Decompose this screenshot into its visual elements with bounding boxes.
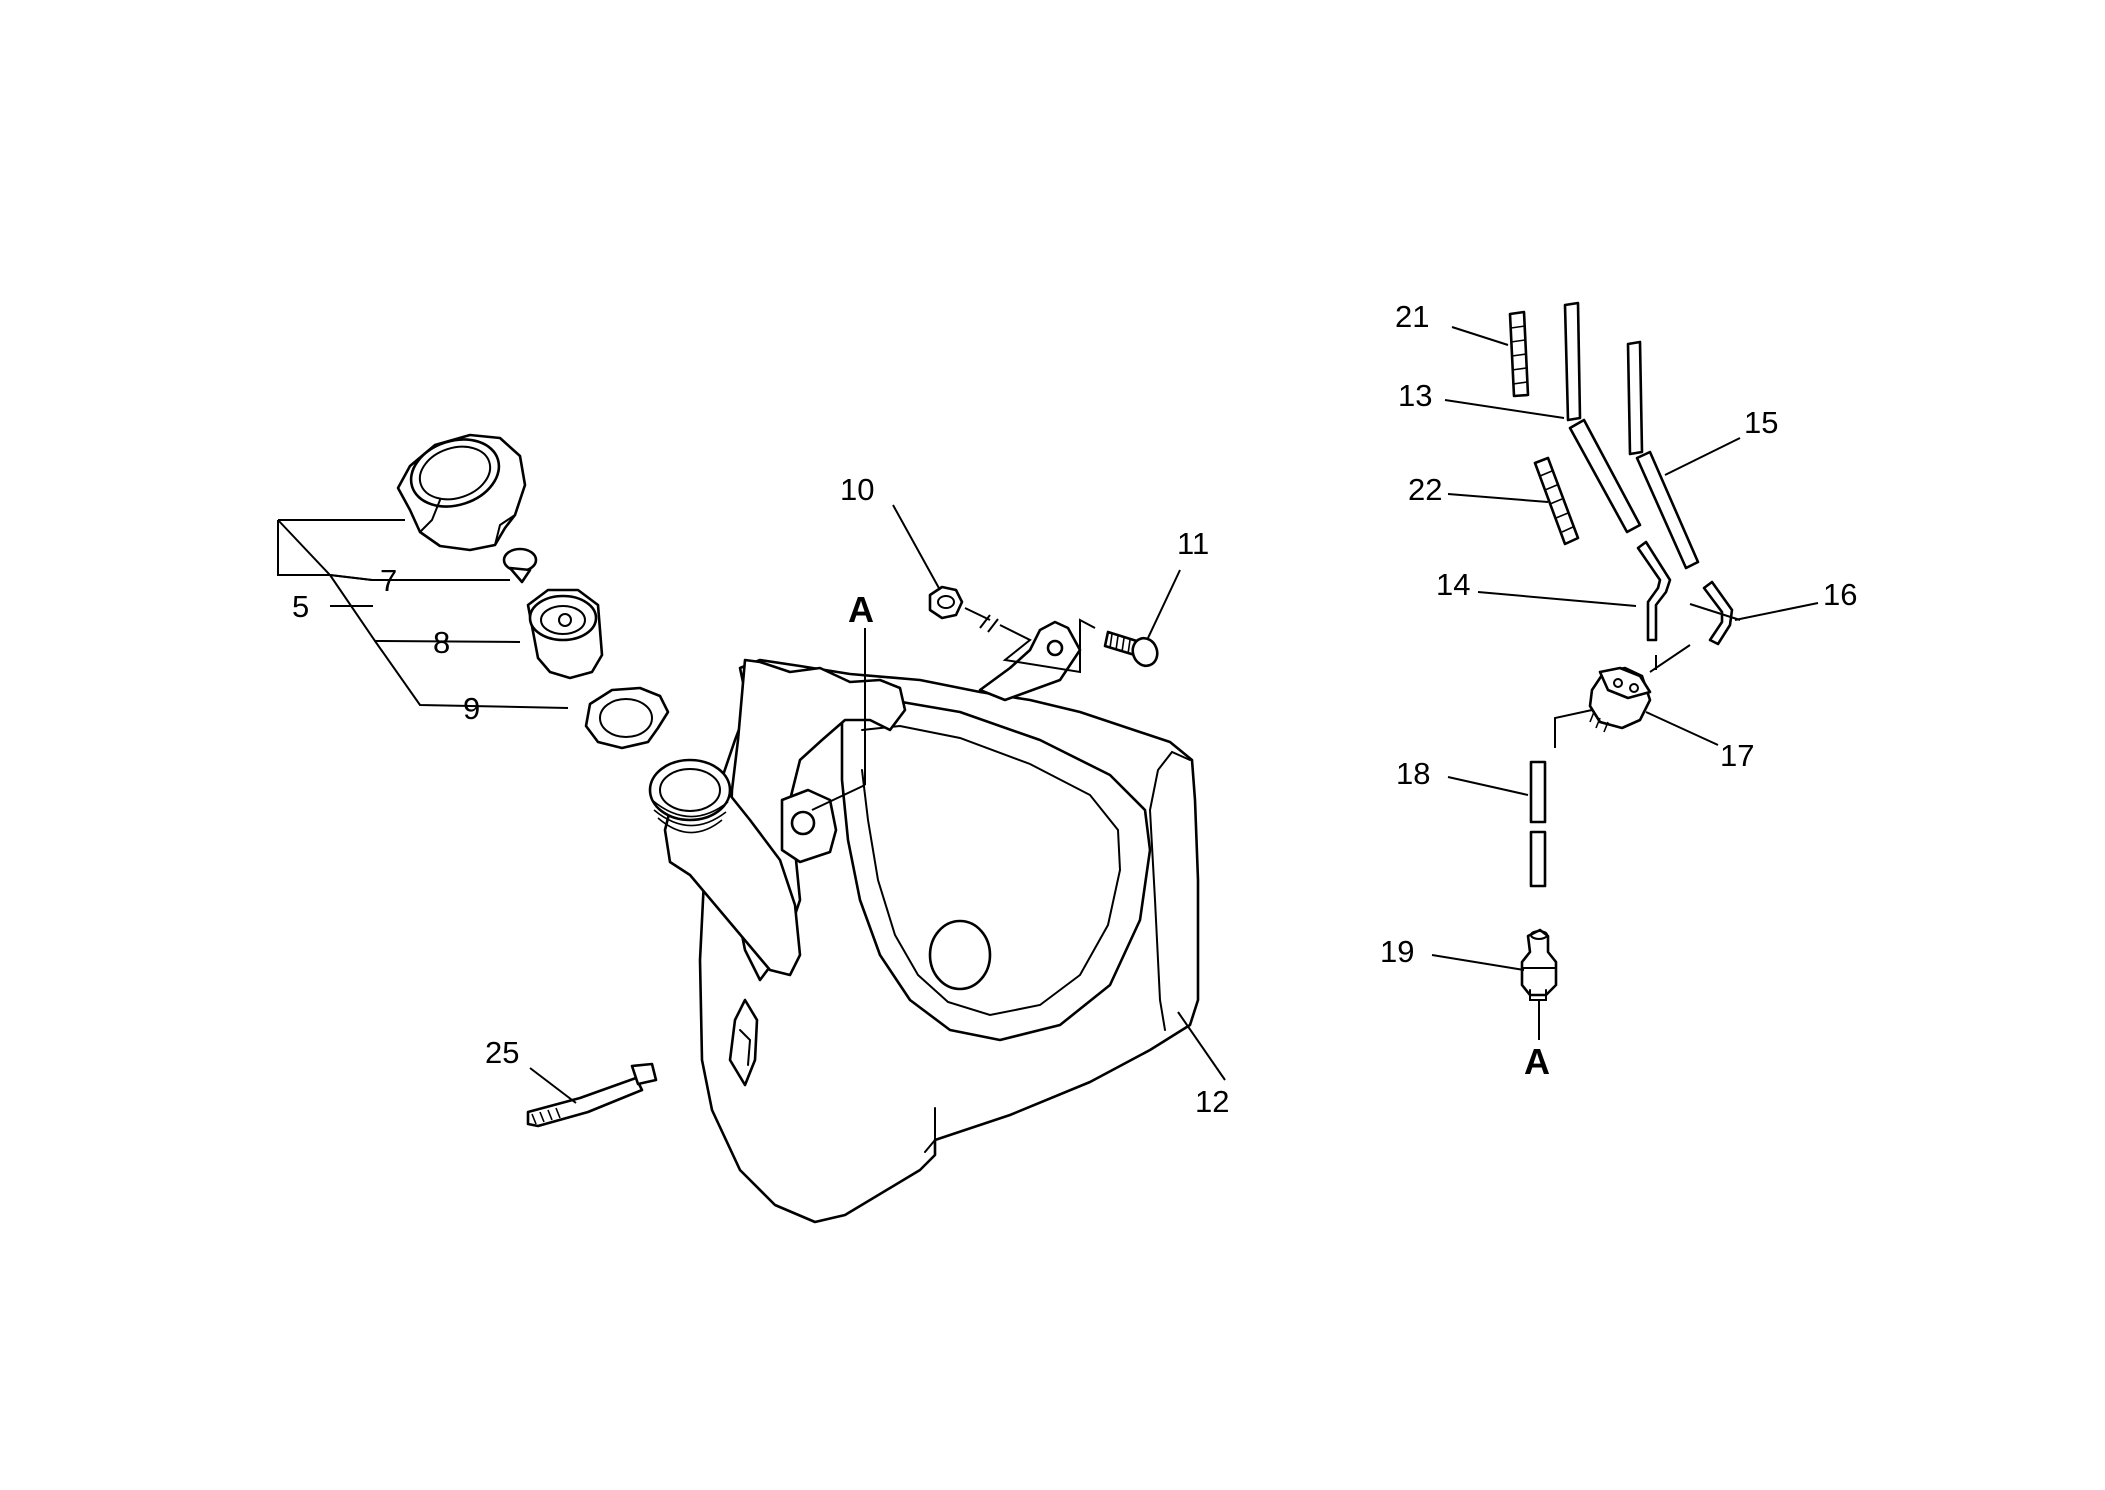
fuel-filter-17 bbox=[1588, 666, 1652, 733]
callout-13: 13 bbox=[1398, 378, 1432, 413]
vent-valve bbox=[502, 547, 538, 584]
callout-22: 22 bbox=[1408, 472, 1442, 507]
callout-14: 14 bbox=[1436, 567, 1470, 602]
callout-18: 18 bbox=[1396, 756, 1430, 791]
fuel-strainer-19 bbox=[1520, 928, 1558, 1001]
leader-lines bbox=[277, 326, 1819, 1104]
callout-7: 7 bbox=[380, 563, 397, 598]
callout-5: 5 bbox=[292, 589, 309, 624]
hex-nut bbox=[928, 585, 964, 620]
cap-gasket bbox=[584, 686, 670, 750]
reference-a-tank: A bbox=[848, 589, 874, 630]
elbow-tube-16 bbox=[1702, 580, 1734, 646]
callout-21: 21 bbox=[1395, 299, 1429, 334]
cable-tie-25 bbox=[526, 1062, 658, 1128]
elbow-tube-14 bbox=[1636, 540, 1672, 642]
callout-9: 9 bbox=[463, 691, 480, 726]
callout-12: 12 bbox=[1195, 1084, 1229, 1119]
fuel-tank bbox=[663, 620, 1200, 1224]
cap-insert bbox=[526, 588, 604, 680]
vent-tube-22 bbox=[1533, 456, 1580, 546]
fuel-hose-15 bbox=[1626, 340, 1700, 570]
callout-10: 10 bbox=[840, 472, 874, 507]
fuel-hose-13 bbox=[1563, 301, 1642, 534]
callout-8: 8 bbox=[433, 625, 450, 660]
callout-11: 11 bbox=[1177, 526, 1209, 561]
fuel-cap bbox=[396, 433, 527, 552]
vent-tube-21 bbox=[1508, 310, 1530, 398]
mounting-screw bbox=[1103, 630, 1159, 668]
callout-19: 19 bbox=[1380, 934, 1414, 969]
filler-neck-thread bbox=[648, 758, 732, 834]
fuel-line-18 bbox=[1529, 760, 1547, 888]
callout-25: 25 bbox=[485, 1035, 519, 1070]
callout-16: 16 bbox=[1823, 577, 1857, 612]
callout-17: 17 bbox=[1720, 738, 1754, 773]
callout-15: 15 bbox=[1744, 405, 1778, 440]
callouts: 5 7 8 9 10 11 12 21 13 15 22 14 16 17 18… bbox=[292, 299, 1857, 1119]
reference-a-filter: A bbox=[1524, 1041, 1550, 1082]
